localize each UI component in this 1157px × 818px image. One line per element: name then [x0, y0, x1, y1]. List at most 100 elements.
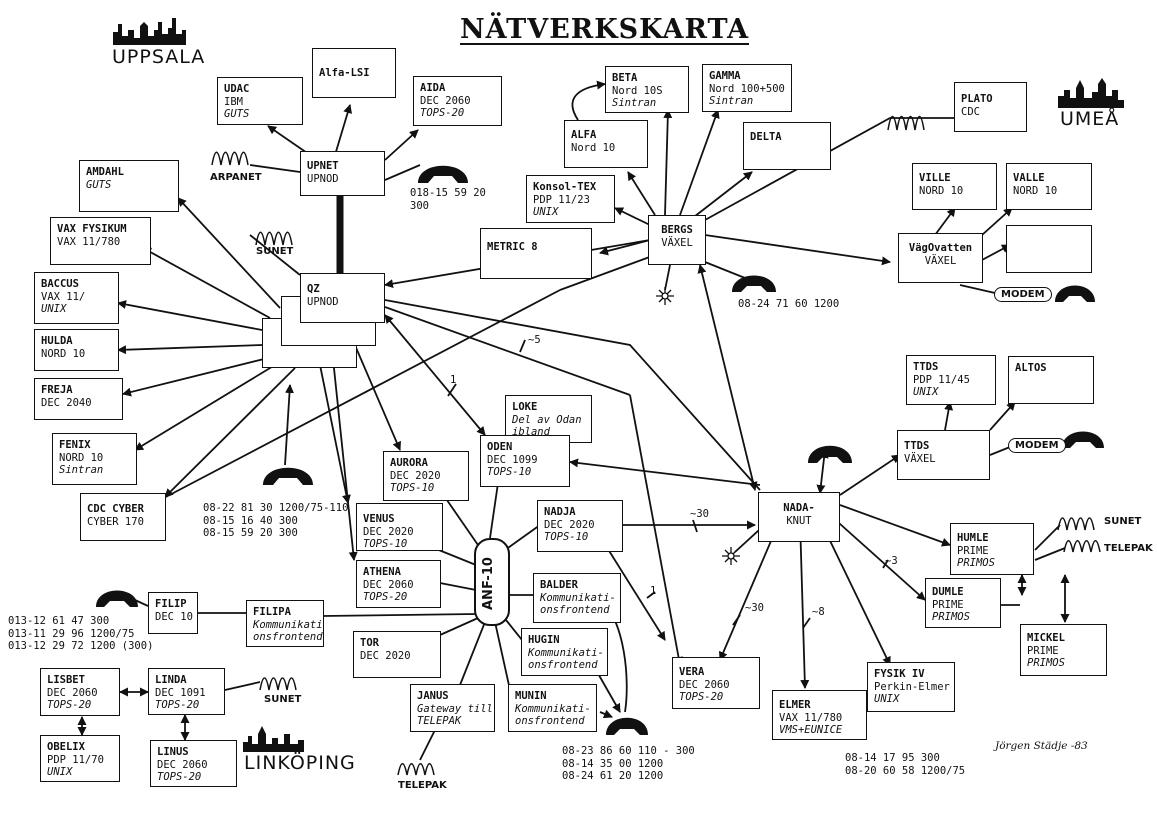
node-detail: Nord 10: [571, 141, 616, 154]
node-detail: onsfrontend: [528, 659, 598, 671]
node-name: ALTOS: [1015, 362, 1047, 374]
node-altos[interactable]: ALTOS: [1008, 356, 1094, 404]
node-name: VägOvatten: [908, 242, 973, 254]
edge-tor-anf: [439, 617, 479, 636]
node-name: CDC CYBER: [87, 503, 144, 515]
node-delta[interactable]: DELTA: [743, 122, 831, 170]
node-detail: DEC 2020: [390, 469, 441, 482]
node-anf-10[interactable]: ANF-10: [474, 538, 510, 626]
skyline-icons: [113, 18, 1124, 752]
node-name: JANUS: [417, 690, 449, 702]
node-detail: DEC 2020: [360, 649, 411, 662]
node-metric-8[interactable]: METRIC 8: [480, 228, 592, 279]
edge-linda-sunet: [224, 681, 261, 691]
node-detail: TOPS-10: [544, 531, 589, 543]
phone-list-upnet: 018-15 59 20 300: [410, 187, 486, 212]
speed-label: 1: [450, 374, 457, 386]
edge-janus-anf: [459, 621, 486, 686]
node-name: BETA: [612, 72, 638, 84]
anf-label: ANF-10: [481, 557, 496, 610]
city-label-linkoping: LINKÖPING: [244, 752, 356, 774]
node-alfa-lsi[interactable]: Alfa-LSI: [312, 48, 396, 98]
edge-bergs-gamma: [679, 109, 720, 216]
edge-upnet-modem: [384, 164, 421, 181]
edge-cluster-hulda: [117, 344, 263, 355]
node-detail: UNIX: [41, 303, 67, 315]
modem-badge: MODEM: [1008, 438, 1066, 453]
node-empty-box[interactable]: [1006, 225, 1092, 273]
node-nada-knut[interactable]: NADA-KNUT: [758, 492, 840, 542]
node-detail: TELEPAK: [417, 715, 462, 727]
node-name: ATHENA: [363, 566, 401, 578]
node-detail: VMS+EUNICE: [779, 724, 843, 736]
node-detail: Kommunikati-: [515, 702, 591, 715]
node-detail: VAX 11/780: [57, 235, 121, 248]
node-detail: Sintran: [612, 97, 657, 109]
node-detail: PDP 11/45: [913, 373, 970, 386]
phone-list-elmer: 08-14 17 95 300 08-20 60 58 1200/75: [845, 752, 965, 777]
node-detail: UPNOD: [307, 295, 339, 308]
phone-number: 08-20 60 58 1200/75: [845, 764, 966, 777]
node-name: NADA-: [783, 502, 815, 514]
node-detail: CYBER 170: [87, 515, 144, 528]
phone-icon: [1055, 285, 1095, 302]
edge-nada-elmer: [795, 519, 810, 689]
node-name: TTDS: [904, 440, 930, 452]
spark-icon: [722, 547, 740, 565]
node-detail: PDP 11/70: [47, 753, 104, 766]
node-detail: VAX 11/780: [779, 711, 843, 724]
spark-icon: [656, 287, 674, 305]
edge-filipa-anf: [322, 613, 477, 617]
node-name: LISBET: [47, 674, 85, 686]
phone-icon: [418, 165, 468, 183]
node-name: AMDAHL: [86, 166, 124, 178]
node-detail: VÄXEL: [924, 254, 957, 267]
page-title: NÄTVERKSKARTA: [460, 14, 750, 45]
edge-ttds-modem: [989, 446, 1011, 456]
